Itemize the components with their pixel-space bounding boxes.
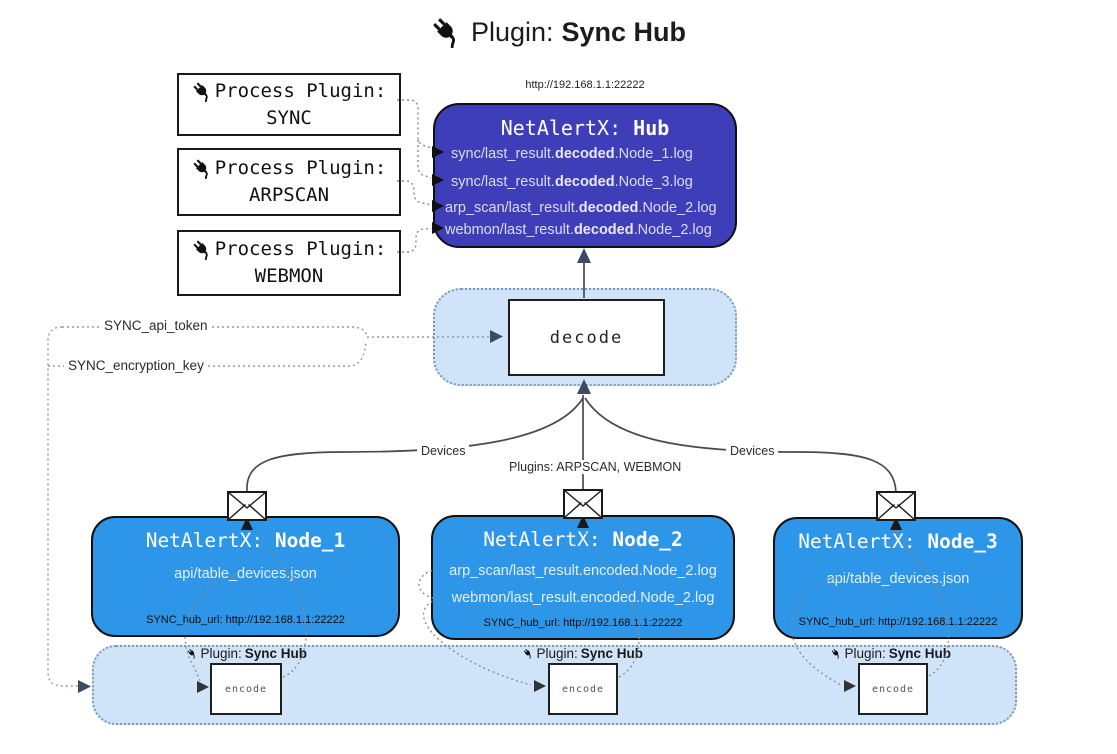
process-plugin-sync: Process Plugin: SYNC (177, 73, 401, 136)
plug-icon (831, 649, 839, 659)
node-3-box: NetAlertX: Node_3 api/table_devices.json… (773, 517, 1023, 639)
connector-plugins-to-hub (397, 99, 432, 253)
process-plugin-name: ARPSCAN (248, 184, 330, 206)
node-title: NetAlertX: Node_1 (145, 529, 346, 552)
edge-label-devices-left: Devices (417, 444, 470, 458)
process-plugin-webmon: Process Plugin: WEBMON (177, 230, 401, 296)
encode-box: encode (858, 663, 928, 715)
plug-icon (193, 159, 208, 179)
hub-log-line: webmon/last_result.decoded.Node_2.log (445, 222, 712, 238)
process-plugin-label: Process Plugin: (214, 157, 387, 179)
plug-icon (433, 18, 456, 48)
hub-url-label: http://192.168.1.1:22222 (525, 79, 645, 91)
process-plugin-label: Process Plugin: (214, 79, 387, 102)
hub-title-prefix: NetAlertX: (500, 116, 634, 140)
process-plugin-name: SYNC (266, 106, 312, 129)
hub-box: NetAlertX: Hub sync/last_result.decoded.… (433, 103, 737, 248)
node-hub-url: SYNC_hub_url: http://192.168.1.1:22222 (483, 617, 683, 629)
process-plugin-label: Process Plugin: (214, 238, 387, 260)
plug-icon (187, 649, 195, 659)
plug-icon (193, 240, 208, 260)
node-hub-url: SYNC_hub_url: http://192.168.1.1:22222 (798, 616, 998, 628)
encoder-plugin-label: Plugin: Sync Hub (831, 646, 951, 661)
edge-label-devices-right: Devices (726, 444, 779, 458)
hub-log-line: sync/last_result.decoded.Node_1.log (451, 146, 693, 162)
node-1-box: NetAlertX: Node_1 api/table_devices.json… (91, 516, 400, 637)
node-file: api/table_devices.json (826, 571, 970, 587)
page-title-prefix: Plugin: (470, 16, 554, 47)
process-plugin-arpscan: Process Plugin: ARPSCAN (177, 148, 401, 216)
encode-box: encode (548, 663, 618, 715)
node-title: NetAlertX: Node_2 (483, 528, 683, 551)
setting-sync-api-token: SYNC_api_token (100, 318, 212, 333)
node-hub-url: SYNC_hub_url: http://192.168.1.1:22222 (146, 614, 345, 626)
setting-sync-encryption-key: SYNC_encryption_key (64, 358, 208, 373)
encoder-plugin-label: Plugin: Sync Hub (523, 646, 643, 661)
plug-icon (193, 82, 208, 102)
hub-log-line: sync/last_result.decoded.Node_3.log (451, 174, 693, 190)
node-file: api/table_devices.json (174, 566, 317, 582)
encoder-plugin-label: Plugin: Sync Hub (187, 646, 307, 661)
node-file: webmon/last_result.encoded.Node_2.log (451, 590, 715, 606)
decode-box: decode (508, 299, 665, 376)
arrow-into-hub-icon (577, 248, 591, 263)
edge-label-plugins: Plugins: ARPSCAN, WEBMON (505, 460, 686, 474)
hub-title-name: Hub (633, 116, 670, 140)
node-2-box: NetAlertX: Node_2 arp_scan/last_result.e… (431, 515, 735, 640)
page-title-name: Sync Hub (561, 16, 687, 47)
plug-icon (523, 649, 531, 659)
encode-box: encode (210, 663, 282, 715)
hub-log-line: arp_scan/last_result.decoded.Node_2.log (445, 200, 717, 216)
arrow-into-band-icon (78, 680, 91, 693)
node-file: arp_scan/last_result.encoded.Node_2.log (449, 563, 717, 579)
page-title: Plugin: Sync Hub (0, 16, 1117, 48)
node-title: NetAlertX: Node_3 (798, 530, 998, 553)
hub-title: NetAlertX: Hub (435, 116, 735, 140)
process-plugin-name: WEBMON (254, 265, 324, 287)
